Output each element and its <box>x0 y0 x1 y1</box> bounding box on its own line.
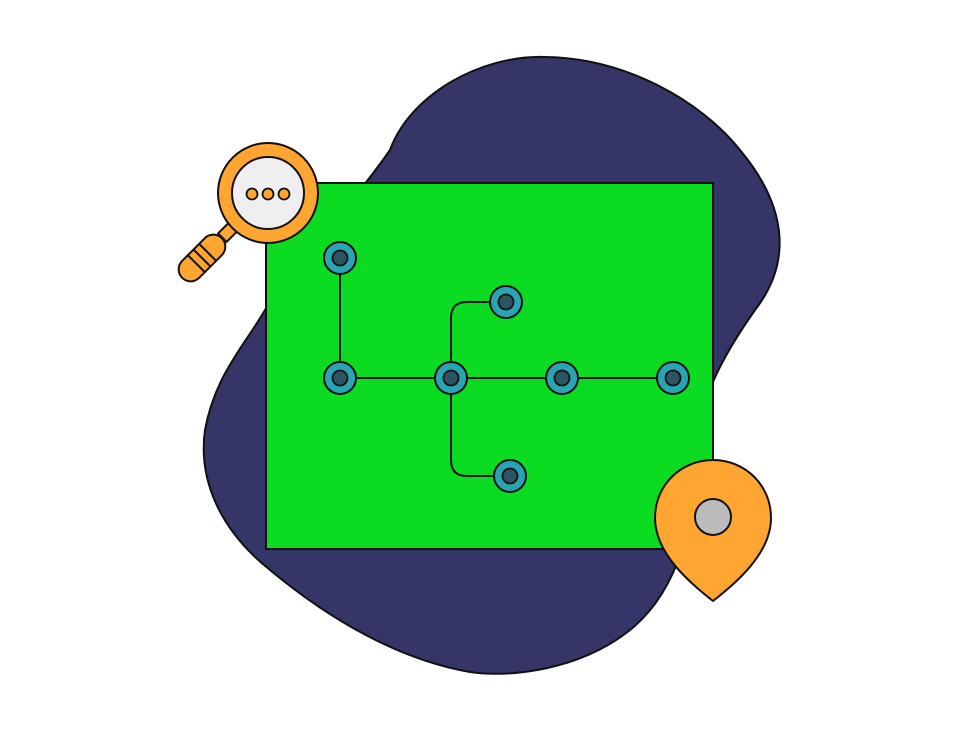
pin-center <box>694 498 732 536</box>
connection-line <box>450 301 506 378</box>
network-node <box>493 459 527 493</box>
magnifier-handle <box>177 233 227 283</box>
ellipsis-icon <box>245 187 291 201</box>
network-node <box>545 361 579 395</box>
network-node <box>656 361 690 395</box>
network-node <box>434 361 468 395</box>
network-node <box>489 285 523 319</box>
connection-line <box>450 378 510 477</box>
network-node <box>323 241 357 275</box>
network-nodes <box>323 241 690 493</box>
network-connections <box>339 258 673 477</box>
magnifying-glass-icon <box>177 142 319 283</box>
network-node <box>323 361 357 395</box>
location-pin-icon <box>654 459 772 602</box>
